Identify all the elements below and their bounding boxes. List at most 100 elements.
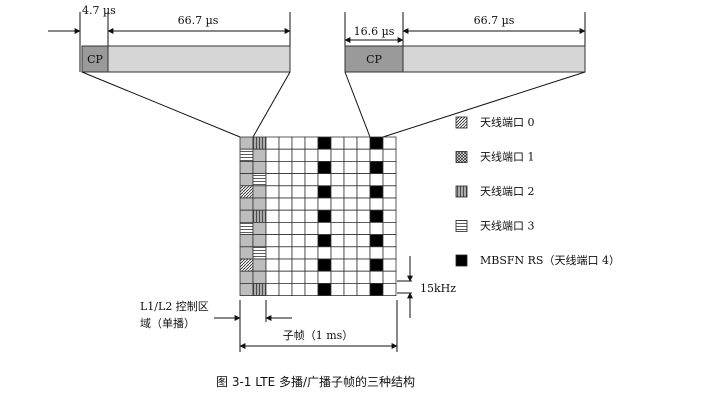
grid-cell [356,234,371,248]
grid-cell [304,148,319,162]
grid-cell [317,270,332,284]
grid-cell [369,136,384,150]
grid-cell [252,148,267,162]
grid-cell [330,136,345,150]
grid-cell [330,173,345,187]
grid-cell [317,258,332,272]
grid-cell [317,136,332,150]
cp-duration-label: 4.7 µs [82,4,116,17]
grid-cell [265,173,280,187]
grid-cell [252,258,267,272]
grid-cell [343,136,358,150]
grid-cell [239,197,254,211]
grid-cell [304,221,319,235]
grid-cell [343,258,358,272]
grid-cell [278,282,293,296]
legend-swatch [455,151,468,163]
legend-swatch [455,116,468,129]
grid-cell [304,136,319,150]
grid-cell [304,173,319,187]
grid-cell [317,197,332,211]
grid-cell [356,258,371,272]
grid-cell [330,282,345,296]
cp-label: CP [366,53,382,66]
grid-cell [304,270,319,284]
grid-cell [252,136,267,150]
grid-cell [343,234,358,248]
grid-cell [278,246,293,260]
grid-cell [252,173,267,187]
grid-cell [317,282,332,296]
zoom-lines [81,71,586,138]
grid-cell [330,160,345,174]
grid-cell [382,185,397,199]
grid-cell [239,270,254,284]
grid-cell [239,209,254,223]
symbol-block [402,45,586,73]
grid-cell [356,221,371,235]
grid-cell [278,136,293,150]
grid-cell [343,148,358,162]
grid-cell [330,148,345,162]
grid-cell [239,185,254,199]
grid-cell [343,173,358,187]
grid-cell [369,197,384,211]
grid-cell [317,185,332,199]
grid-cell [291,246,306,260]
grid-cell [252,246,267,260]
grid-cell [343,209,358,223]
grid-cell [382,221,397,235]
grid-cell [278,221,293,235]
legend-label: MBSFN RS（天线端口 4） [480,253,620,267]
grid-cell [265,185,280,199]
grid-cell [278,173,293,187]
subframe-label: 子帧（1 ms） [283,328,354,342]
symbol-duration-label: 66.7 µs [178,14,219,27]
symbol-block [107,45,291,73]
grid-cell [265,148,280,162]
grid-cell [291,234,306,248]
grid-cell [239,258,254,272]
legend-label: 天线端口 0 [480,115,535,129]
grid-cell [369,221,384,235]
grid-cell [369,258,384,272]
grid-cell [343,246,358,260]
annotations: L1/L2 控制区 域（单播） 15kHz 子帧（1 ms） [140,256,456,352]
grid-cell [369,282,384,296]
grid-cell [239,221,254,235]
grid-cell [304,258,319,272]
grid-cell [291,197,306,211]
grid-cell [382,258,397,272]
grid-cell [304,160,319,174]
grid-cell [356,185,371,199]
grid-cell [265,197,280,211]
grid-cell [356,270,371,284]
resource-grid [239,136,397,296]
grid-cell [252,209,267,223]
grid-cell [291,160,306,174]
grid-cell [356,160,371,174]
grid-cell [239,148,254,162]
grid-cell [265,209,280,223]
grid-cell [252,160,267,174]
grid-cell [239,282,254,296]
grid-cell [343,160,358,174]
grid-cell [291,136,306,150]
cp-duration-label: 16.6 µs [354,25,395,38]
grid-cell [369,246,384,260]
legend-swatch [455,220,468,232]
grid-cell [278,185,293,199]
grid-cell [356,246,371,260]
grid-cell [317,160,332,174]
grid-cell [382,173,397,187]
grid-cell [239,246,254,260]
grid-cell [317,173,332,187]
grid-cell [304,246,319,260]
grid-cell [382,234,397,248]
grid-cell [239,136,254,150]
grid-cell [239,160,254,174]
grid-cell [265,234,280,248]
grid-cell [343,197,358,211]
subcarrier-spacing-label: 15kHz [420,282,456,295]
